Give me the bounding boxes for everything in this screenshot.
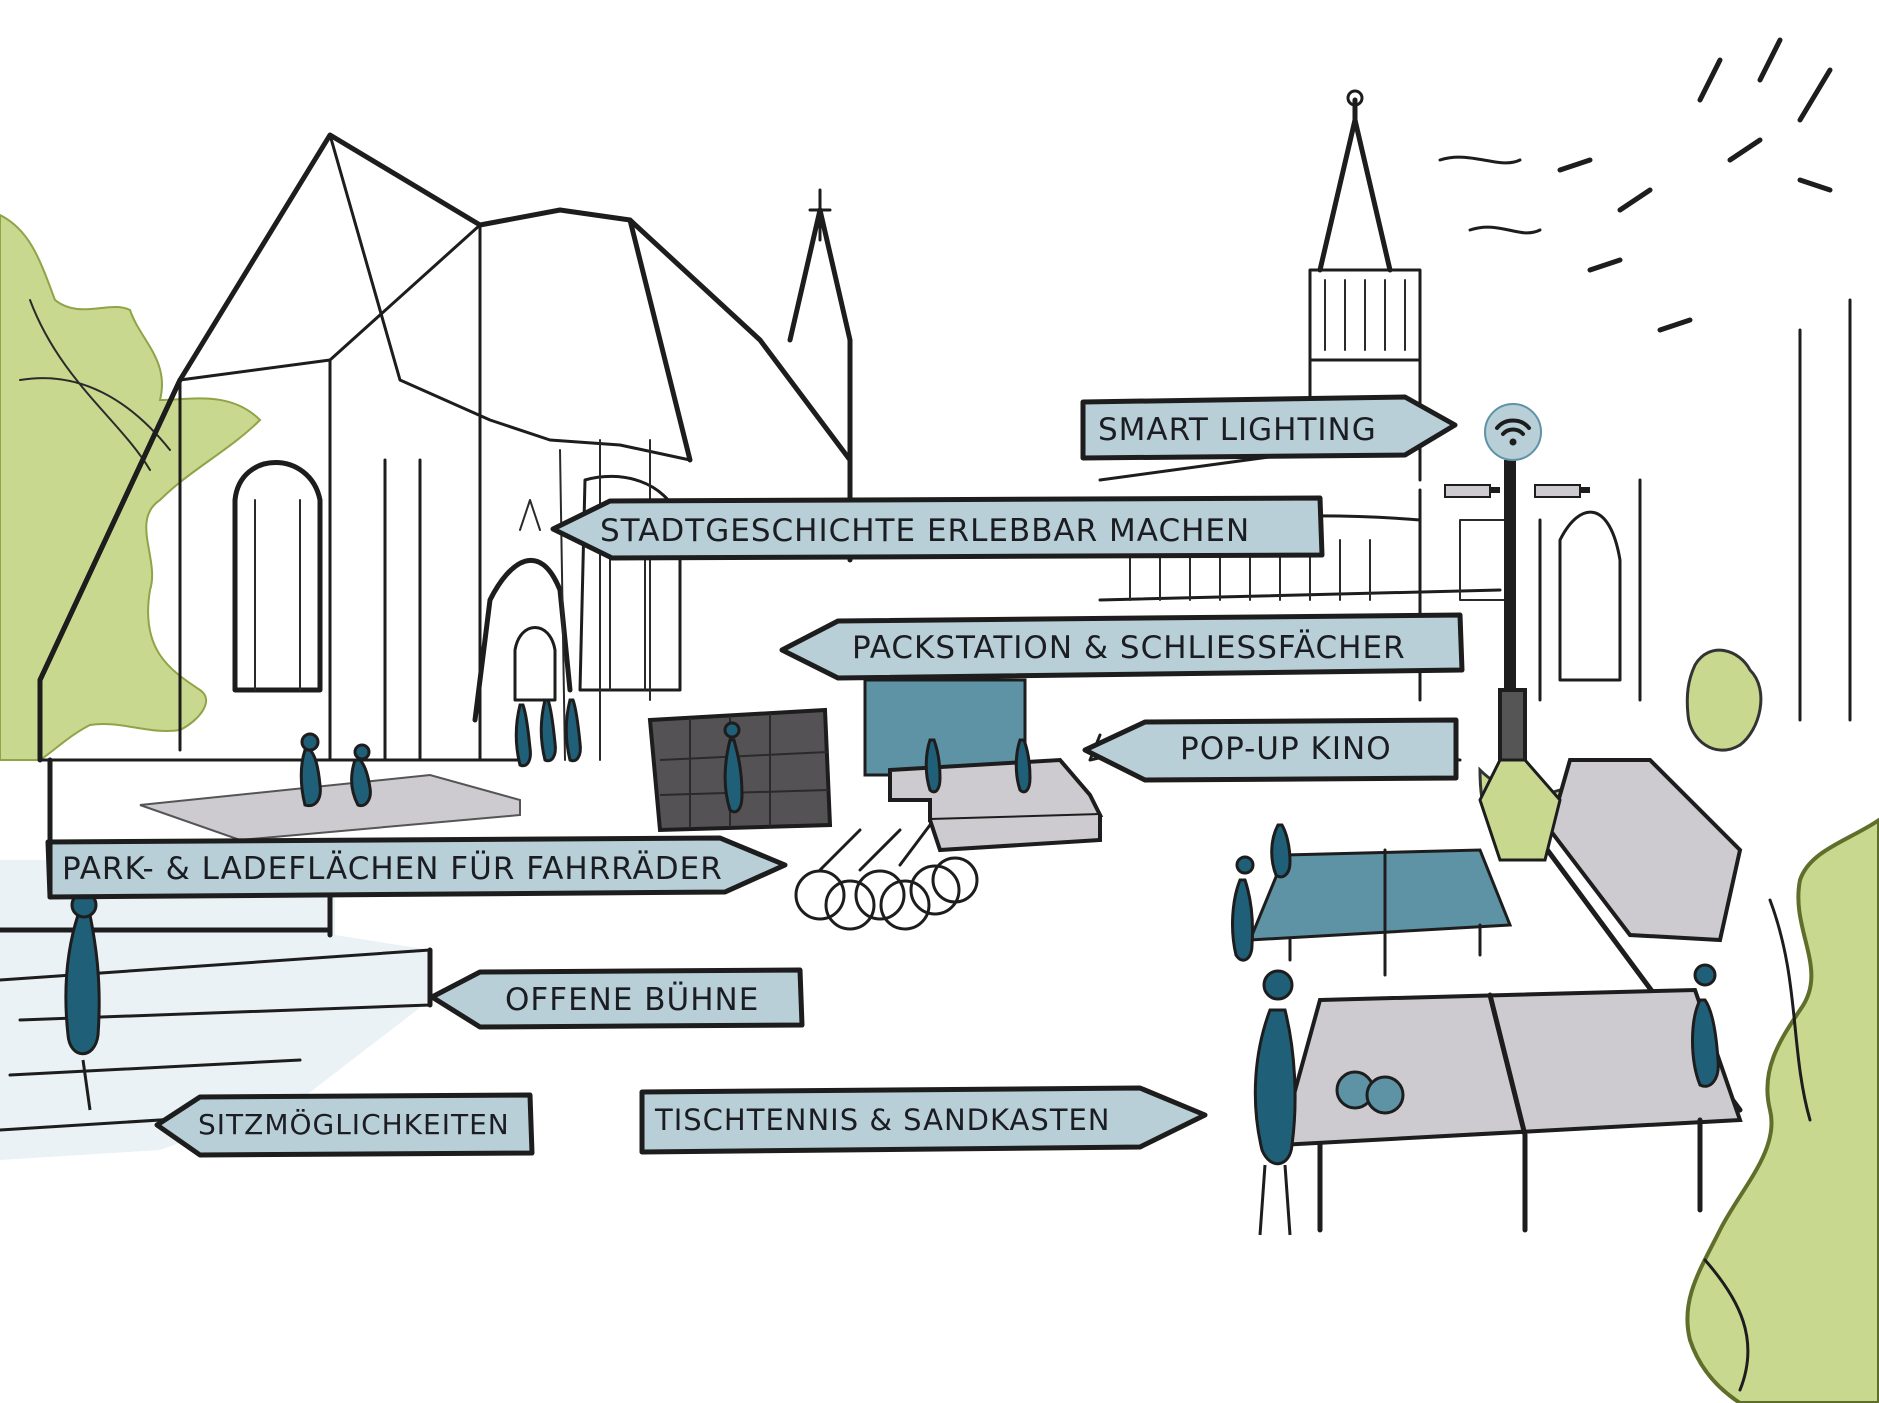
sign-smart-lighting: SMART LIGHTING xyxy=(1080,394,1458,461)
sign-packstation: PACKSTATION & SCHLIESSFÄCHER xyxy=(779,612,1465,681)
church-building xyxy=(37,132,853,763)
right-buildings xyxy=(1098,37,1852,722)
sign-tischtennis-label: TISCHTENNIS & SANDKASTEN xyxy=(654,1103,1110,1137)
sign-popup-kino-label: POP-UP KINO xyxy=(1180,731,1392,767)
sign-sitzmoeglichkeiten-label: SITZMÖGLICHKEITEN xyxy=(198,1107,510,1141)
sign-smart-lighting-label: SMART LIGHTING xyxy=(1098,412,1377,448)
smart-street-lamp xyxy=(1444,460,1590,862)
bicycles xyxy=(794,823,979,931)
sign-sitzmoeglichkeiten: SITZMÖGLICHKEITEN xyxy=(154,1092,535,1158)
wifi-icon xyxy=(1484,403,1542,461)
sign-stadtgeschichte: STADTGESCHICHTE ERLEBBAR MACHEN xyxy=(550,495,1325,561)
sign-stadtgeschichte-label: STADTGESCHICHTE ERLEBBAR MACHEN xyxy=(600,513,1250,549)
sign-popup-kino: POP-UP KINO xyxy=(1082,717,1459,783)
sign-posts xyxy=(47,757,333,933)
right-tree-greenery xyxy=(1685,817,1879,1403)
sign-park-laden-label: PARK- & LADEFLÄCHEN FÜR FAHRRÄDER xyxy=(62,850,723,887)
sign-park-laden: PARK- & LADEFLÄCHEN FÜR FAHRRÄDER xyxy=(45,835,788,900)
sign-offene-buehne-label: OFFENE BÜHNE xyxy=(505,981,759,1018)
sign-packstation-label: PACKSTATION & SCHLIESSFÄCHER xyxy=(852,630,1406,666)
sign-offene-buehne: OFFENE BÜHNE xyxy=(429,967,805,1030)
stairs-area xyxy=(0,860,433,1160)
sign-tischtennis: TISCHTENNIS & SANDKASTEN xyxy=(639,1085,1208,1155)
